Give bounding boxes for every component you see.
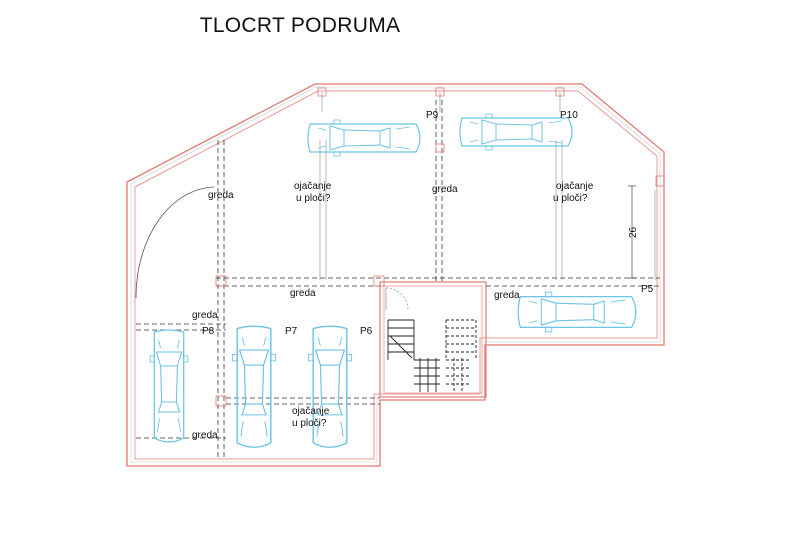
plan-title: TLOCRT PODRUMA <box>199 14 401 37</box>
reinforcement-label: u ploči? <box>553 193 588 204</box>
parking-label-p8: P8 <box>202 326 215 337</box>
beams <box>136 100 660 460</box>
parking-label-p9: P9 <box>426 110 439 121</box>
stair-left <box>387 319 440 392</box>
reinforcement-label: u ploči? <box>296 193 331 204</box>
parking-label-p6: P6 <box>360 326 373 337</box>
beam-label: greda <box>208 190 234 201</box>
beam-label: greda <box>290 288 316 299</box>
parking-label-p7: P7 <box>285 326 298 337</box>
ramp-curve <box>135 186 215 299</box>
stairwell <box>379 281 487 398</box>
car-p6 <box>307 325 353 448</box>
dimension-label: 26 <box>628 226 639 238</box>
parking-label-p10: P10 <box>560 110 578 121</box>
pillars <box>215 87 665 407</box>
car-p7 <box>231 325 277 448</box>
grid-lines <box>319 92 656 280</box>
beam-label: greda <box>192 310 218 321</box>
car-p5 <box>517 291 637 333</box>
reinforcement-label: u ploči? <box>292 418 327 429</box>
car-p9 <box>307 119 421 157</box>
car-p10 <box>459 113 573 151</box>
parking-label-p5: P5 <box>641 284 654 295</box>
beam-label: greda <box>192 430 218 441</box>
stair-right <box>445 319 477 392</box>
beam-label: greda <box>494 290 520 301</box>
labels: greda greda greda greda greda greda ojač… <box>192 110 654 441</box>
reinforcement-label: ojačanje <box>294 181 332 192</box>
outer-walls <box>126 83 665 467</box>
beam-label: greda <box>432 184 458 195</box>
reinforcement-label: ojačanje <box>556 181 594 192</box>
car-p8 <box>149 329 189 443</box>
reinforcement-label: ojačanje <box>292 406 330 417</box>
